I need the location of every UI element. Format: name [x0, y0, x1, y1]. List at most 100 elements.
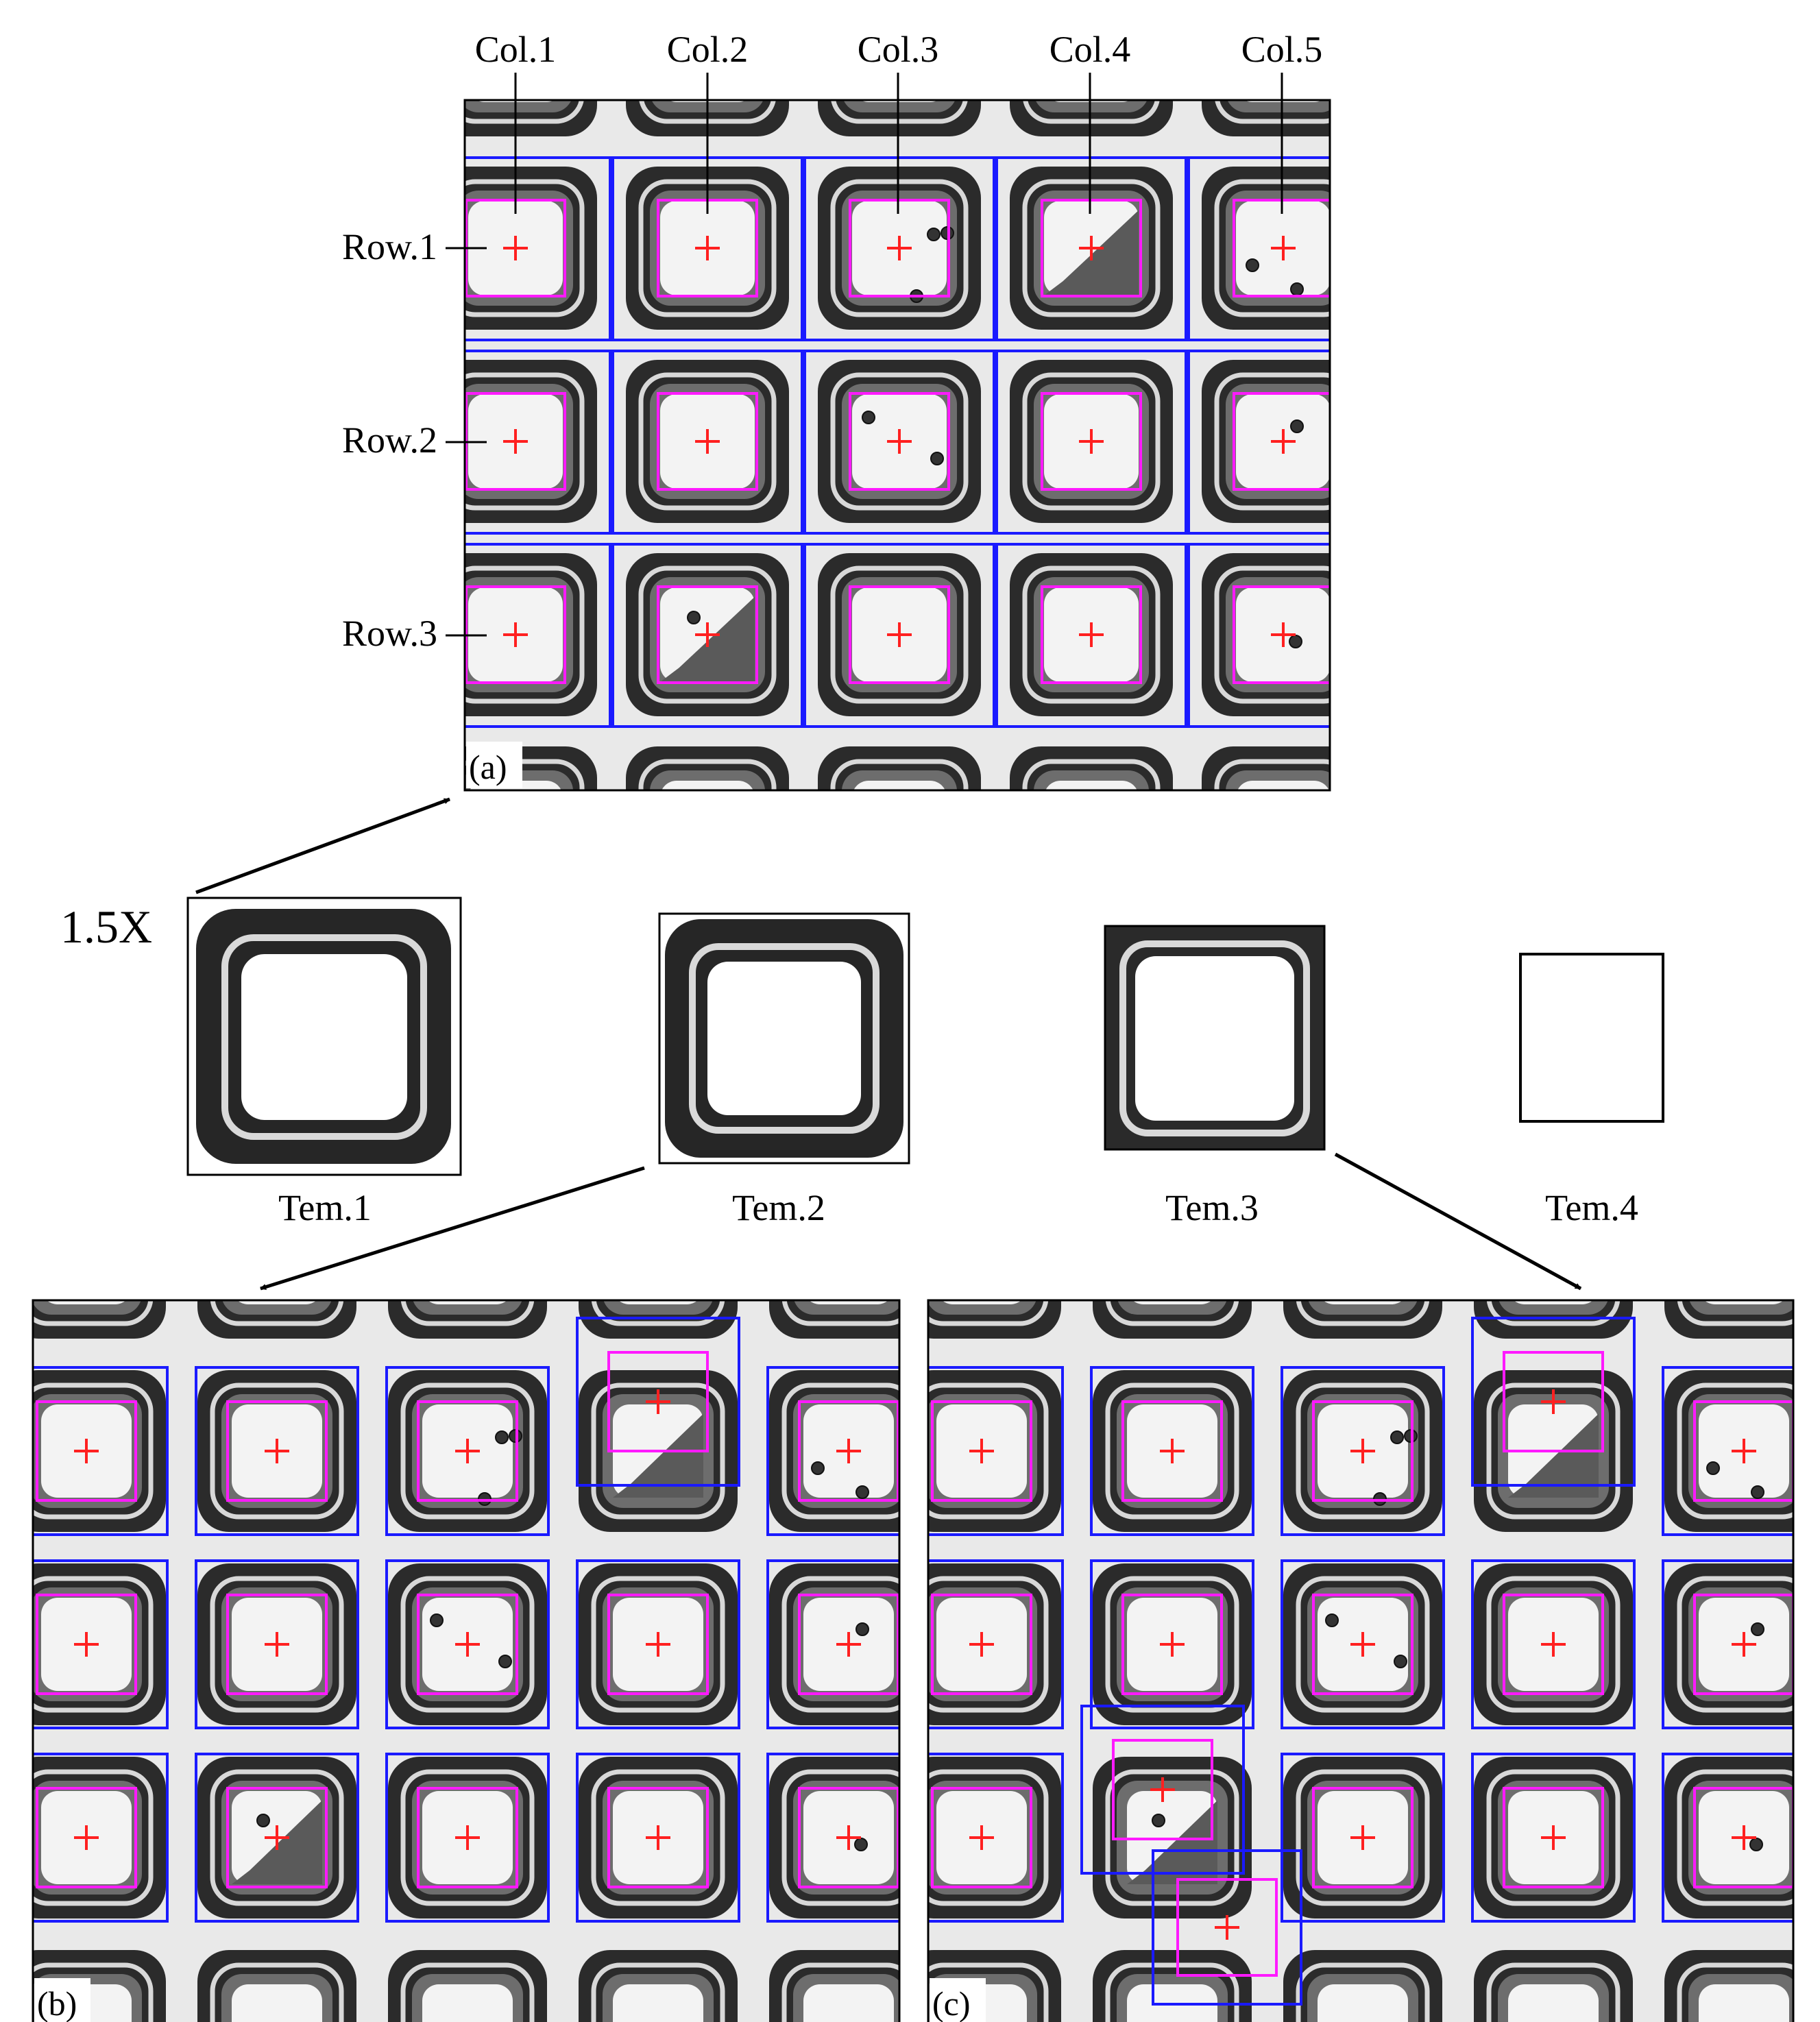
cell-ring	[1214, 759, 1330, 790]
cell-floor	[984, 1201, 1095, 1315]
search-box	[1662, 1753, 1793, 1923]
cell-floor	[1689, 1300, 1793, 1315]
cell-ring	[210, 1382, 344, 1520]
cell-rim	[242, 0, 405, 136]
well-interior	[1318, 1984, 1408, 2022]
well-interior	[942, 1300, 1021, 1304]
well-interior	[276, 8, 371, 102]
search-box	[766, 1753, 899, 1923]
search-box	[928, 1366, 1064, 1536]
cell-floor	[266, 0, 381, 112]
search-box	[33, 1753, 169, 1923]
cell-floor	[1418, 0, 1533, 112]
well-interior	[422, 1984, 513, 2022]
panel-a-letter-bg	[466, 742, 522, 788]
match-box	[1233, 392, 1330, 491]
cell-ring	[928, 1300, 1049, 1326]
search-box	[1090, 1559, 1254, 1729]
well-interior	[1428, 8, 1522, 102]
match-box	[417, 1787, 518, 1888]
cell-ring	[1023, 100, 1160, 124]
panel-label-c: (c)	[932, 1984, 971, 2022]
well-interior	[1045, 781, 1137, 790]
cell-ring	[210, 1300, 344, 1326]
match-box	[1312, 1400, 1413, 1502]
match-box	[657, 585, 758, 684]
cell-ring	[831, 100, 968, 124]
match-box	[1312, 1787, 1413, 1888]
search-box	[1152, 1849, 1302, 2006]
cell-ring	[781, 1382, 899, 1520]
search-box	[1080, 1705, 1245, 1875]
match-box	[226, 1787, 328, 1888]
cell-ring	[400, 1382, 535, 1520]
cell-ring	[1486, 1576, 1621, 1713]
panel-label-b: (b)	[37, 1984, 77, 2022]
search-box	[33, 1366, 169, 1536]
debris-particle	[930, 452, 944, 465]
match-box	[798, 1400, 899, 1502]
well-interior	[613, 1984, 703, 2022]
match-box	[226, 1400, 328, 1502]
cell-ring	[1214, 372, 1330, 511]
cell-ring	[591, 1576, 725, 1713]
cell-ring	[1486, 1962, 1621, 2022]
cell-ring	[1105, 1576, 1239, 1713]
match-box	[849, 585, 950, 684]
cell-ring	[591, 1382, 725, 1520]
search-box	[1187, 350, 1330, 535]
well-interior	[853, 781, 945, 790]
debris-particle	[1325, 1613, 1339, 1627]
match-box	[607, 1351, 709, 1452]
cell-ring	[1296, 1962, 1430, 2022]
search-box	[928, 1559, 1064, 1729]
cell-ring	[1409, 762, 1542, 894]
match-box	[1503, 1787, 1604, 1888]
cell-floor	[928, 1300, 1036, 1315]
cell-ring	[33, 1769, 154, 1906]
cell-ring	[1486, 1382, 1621, 1520]
cell-ring	[1677, 1962, 1793, 2022]
well-interior	[1428, 587, 1522, 682]
cell-ring	[591, 1300, 725, 1326]
photo-frame	[32, 1299, 901, 2022]
cell-ring	[781, 1300, 899, 1326]
debris-particle	[498, 1655, 512, 1668]
match-box	[226, 1594, 328, 1695]
search-box	[1471, 1317, 1636, 1487]
match-box	[931, 1400, 1032, 1502]
cell-ring	[33, 1300, 154, 1326]
well-interior	[618, 1300, 698, 1304]
match-box	[607, 1594, 709, 1695]
cell-floor	[843, 100, 956, 112]
match-box	[849, 392, 950, 491]
cell-floor	[603, 1300, 713, 1315]
dark-region	[660, 596, 755, 682]
photo-content	[33, 1201, 1095, 2022]
debris-particle	[430, 1613, 444, 1627]
cell-ring	[1022, 759, 1161, 790]
template-2	[658, 912, 910, 1165]
debris-particle	[1749, 1838, 1763, 1851]
cell-floor	[465, 100, 572, 112]
match-box	[1693, 1787, 1793, 1888]
search-box	[385, 1753, 550, 1923]
match-box	[1233, 585, 1330, 684]
cell-ring	[210, 1576, 344, 1713]
template-label-1: Tem.1	[278, 1187, 372, 1228]
cell-ring	[1215, 100, 1330, 124]
debris-particle	[687, 611, 701, 624]
cell-ring	[591, 1769, 725, 1906]
match-box	[1176, 1878, 1278, 1977]
cell-ring	[1296, 1576, 1430, 1713]
search-box	[385, 1559, 550, 1729]
cell-ring	[1486, 1300, 1621, 1326]
cell-ring	[400, 1300, 535, 1326]
search-box	[576, 1753, 740, 1923]
match-box	[1693, 1400, 1793, 1502]
cell-floor	[1035, 100, 1148, 112]
match-box	[1041, 585, 1142, 684]
cell-ring	[781, 1962, 899, 2022]
cell-ring	[1409, 0, 1542, 121]
well-interior	[276, 781, 371, 875]
